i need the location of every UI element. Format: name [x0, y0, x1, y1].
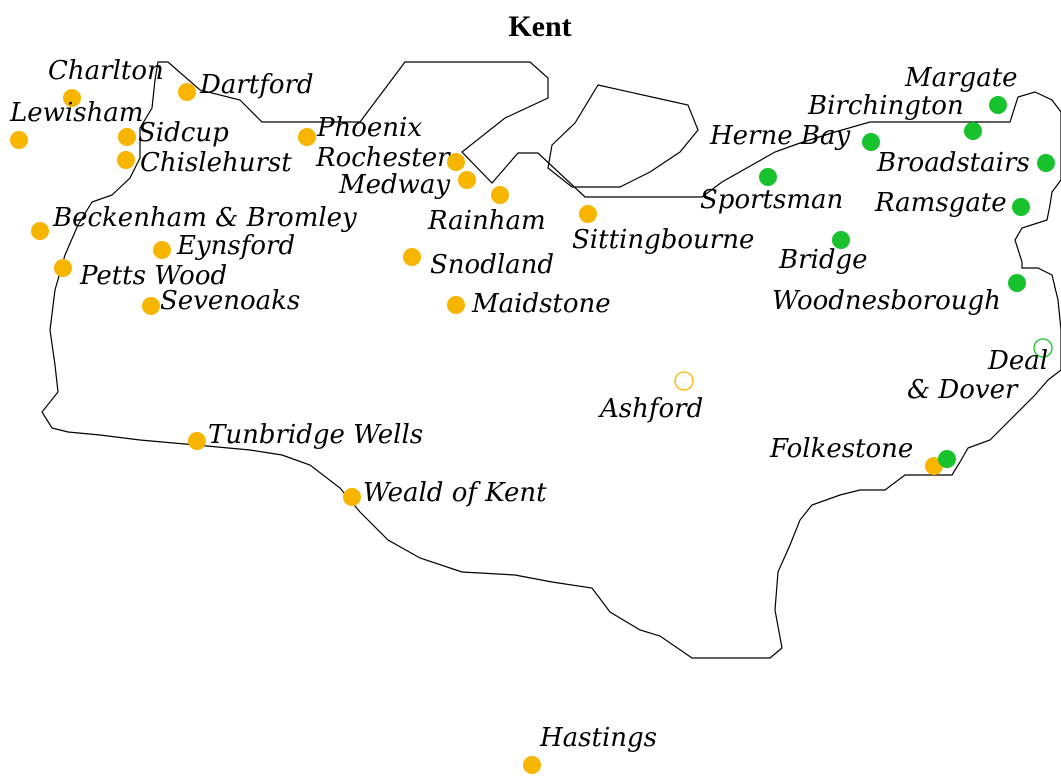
marker-folkestone-green: [938, 450, 956, 468]
marker-sportsman: [759, 168, 777, 186]
marker-hastings: [523, 756, 541, 774]
marker-bridge: [832, 231, 850, 249]
label-rainham: Rainham: [428, 206, 546, 236]
marker-dartford: [178, 83, 196, 101]
map-title: Kent: [508, 10, 572, 43]
marker-woodnesborough: [1008, 274, 1026, 292]
label-weald-of-kent: Weald of Kent: [363, 478, 547, 508]
label-dover: & Dover: [907, 375, 1018, 405]
marker-deal: [1033, 338, 1053, 358]
label-snodland: Snodland: [430, 250, 555, 280]
marker-birchington: [964, 122, 982, 140]
label-medway: Medway: [339, 170, 451, 200]
label-ashford: Ashford: [600, 394, 704, 424]
marker-broadstairs: [1037, 154, 1055, 172]
marker-lewisham: [10, 131, 28, 149]
label-folkestone: Folkestone: [770, 434, 914, 464]
marker-rochester: [447, 153, 465, 171]
label-herne-bay: Herne Bay: [710, 121, 851, 151]
label-charlton: Charlton: [48, 56, 164, 86]
label-tunbridge-wells: Tunbridge Wells: [208, 420, 424, 450]
label-hastings: Hastings: [540, 723, 658, 753]
marker-eynsford: [153, 241, 171, 259]
marker-margate: [989, 96, 1007, 114]
kent-outline: [41, 61, 1061, 659]
marker-hernebay: [862, 133, 880, 151]
marker-pettswood: [54, 259, 72, 277]
marker-sidcup: [118, 128, 136, 146]
label-maidstone: Maidstone: [472, 289, 611, 319]
marker-weald: [343, 488, 361, 506]
label-sevenoaks: Sevenoaks: [160, 286, 301, 316]
marker-tunbridge: [188, 432, 206, 450]
label-broadstairs: Broadstairs: [877, 148, 1030, 178]
marker-snodland: [403, 248, 421, 266]
label-dartford: Dartford: [200, 70, 314, 100]
label-chislehurst: Chislehurst: [140, 148, 292, 178]
label-bridge: Bridge: [779, 245, 868, 275]
inner-island-outline: [547, 84, 699, 188]
label-sidcup: Sidcup: [138, 118, 229, 148]
marker-rainham: [491, 186, 509, 204]
label-petts-wood: Petts Wood: [80, 261, 228, 291]
label-margate: Margate: [905, 63, 1018, 93]
marker-sevenoaks: [142, 297, 160, 315]
label-sportsman: Sportsman: [700, 185, 844, 215]
marker-sittingbourne: [579, 205, 597, 223]
label-lewisham: Lewisham: [10, 98, 144, 128]
marker-ramsgate: [1012, 198, 1030, 216]
marker-charlton: [63, 89, 81, 107]
marker-chislehurst: [117, 151, 135, 169]
label-deal: Deal: [988, 346, 1049, 376]
marker-medway: [458, 171, 476, 189]
label-woodnesborough: Woodnesborough: [772, 286, 1001, 316]
marker-ashford: [674, 371, 694, 391]
label-ramsgate: Ramsgate: [875, 188, 1007, 218]
label-beckenham-bromley: Beckenham & Bromley: [53, 203, 357, 233]
label-phoenix: Phoenix: [317, 113, 423, 143]
marker-maidstone: [447, 296, 465, 314]
marker-phoenix: [298, 128, 316, 146]
label-rochester: Rochester: [316, 143, 450, 173]
label-birchington: Birchington: [808, 91, 964, 121]
label-sittingbourne: Sittingbourne: [572, 225, 755, 255]
label-eynsford: Eynsford: [177, 231, 296, 261]
marker-beckenham: [31, 222, 49, 240]
marker-layer: [10, 83, 1055, 774]
